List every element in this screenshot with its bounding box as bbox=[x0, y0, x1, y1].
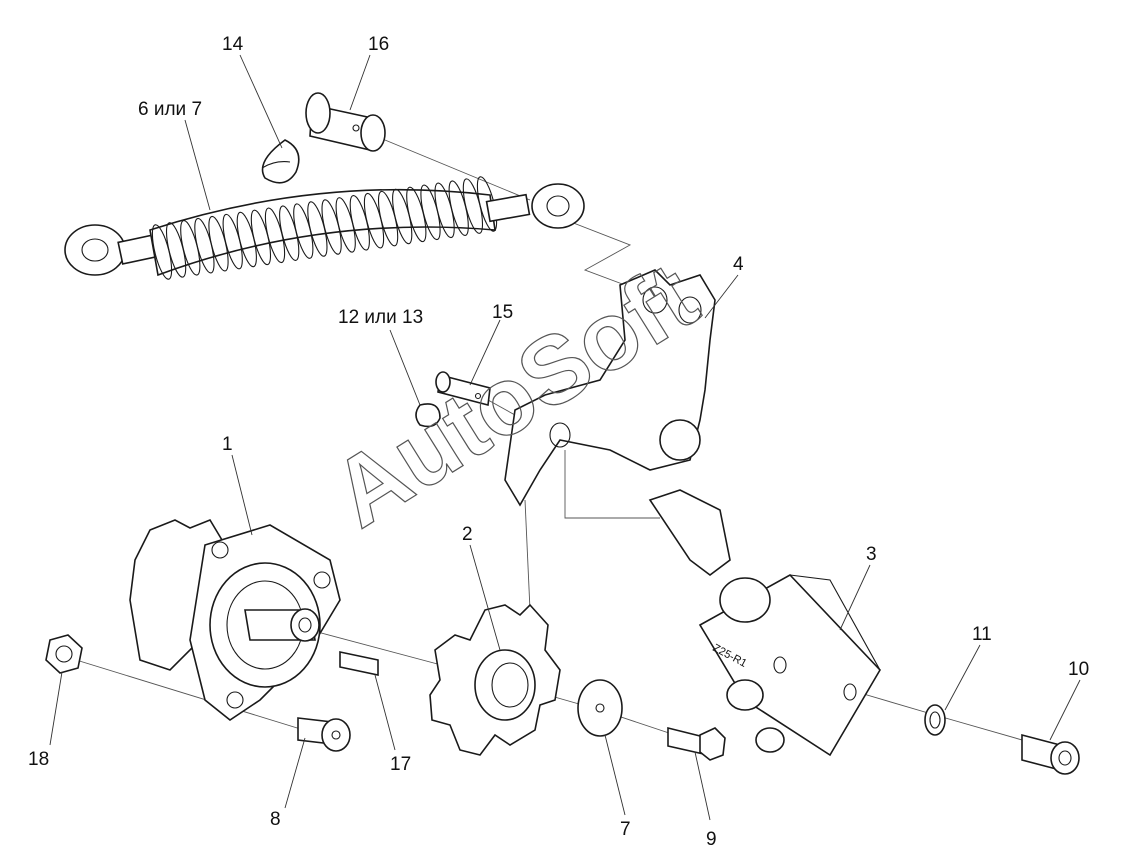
sprocket-2 bbox=[429, 603, 561, 756]
washer-11 bbox=[924, 704, 946, 736]
label-15: 15 bbox=[492, 302, 513, 323]
label-4: 4 bbox=[733, 254, 744, 275]
label-16: 16 bbox=[368, 34, 389, 55]
spring-assembly bbox=[64, 176, 585, 280]
cotter-12-13 bbox=[415, 403, 441, 428]
label-12-or-13: 12 или 13 bbox=[338, 307, 423, 328]
label-7: 7 bbox=[620, 819, 631, 840]
label-17: 17 bbox=[390, 754, 411, 775]
label-18: 18 bbox=[28, 749, 49, 770]
bolt-9 bbox=[667, 726, 726, 761]
label-8: 8 bbox=[270, 809, 281, 830]
label-14: 14 bbox=[222, 34, 244, 55]
cotter-pin-14 bbox=[261, 139, 300, 184]
spring-coils bbox=[151, 176, 498, 280]
washer-7 bbox=[577, 679, 623, 737]
bolt-8 bbox=[297, 717, 351, 752]
label-10: 10 bbox=[1068, 659, 1089, 680]
label-3: 3 bbox=[866, 544, 877, 565]
pin-15 bbox=[435, 371, 491, 407]
valve-block-3: Z25-R1 bbox=[648, 489, 881, 757]
cap-screw-10 bbox=[1021, 733, 1080, 775]
bearing-housing-1 bbox=[129, 519, 341, 721]
lever-bracket-4 bbox=[504, 269, 716, 507]
nut-18 bbox=[45, 634, 83, 674]
label-11: 11 bbox=[972, 624, 992, 645]
callout-labels: 14 16 6 или 7 4 12 или 13 15 1 2 3 11 10… bbox=[28, 34, 1089, 850]
label-9: 9 bbox=[706, 829, 717, 850]
label-2: 2 bbox=[462, 524, 473, 545]
pin-16 bbox=[305, 92, 386, 152]
label-1: 1 bbox=[222, 434, 233, 455]
key-17 bbox=[339, 651, 379, 676]
label-6-or-7: 6 или 7 bbox=[138, 99, 202, 120]
leader-lines bbox=[49, 54, 1081, 821]
